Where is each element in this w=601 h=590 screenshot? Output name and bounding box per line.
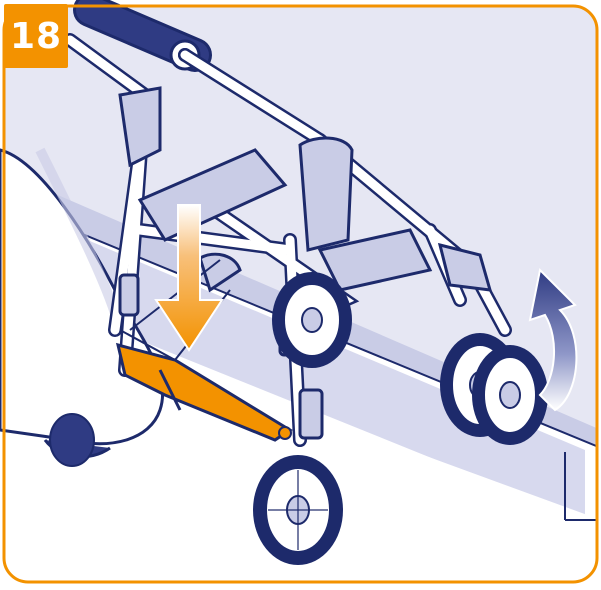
front-wheel-pair (440, 333, 548, 445)
rear-wheel (253, 455, 343, 565)
hidden-rear-wheel (49, 413, 95, 467)
step-number-badge: 18 (4, 4, 68, 68)
panel-frame (2, 4, 599, 584)
middle-wheel (272, 272, 352, 368)
push-down-arrow-icon (154, 204, 224, 352)
lift-up-arrow-icon (528, 267, 578, 412)
rear-foot-bar-highlight (115, 342, 293, 442)
